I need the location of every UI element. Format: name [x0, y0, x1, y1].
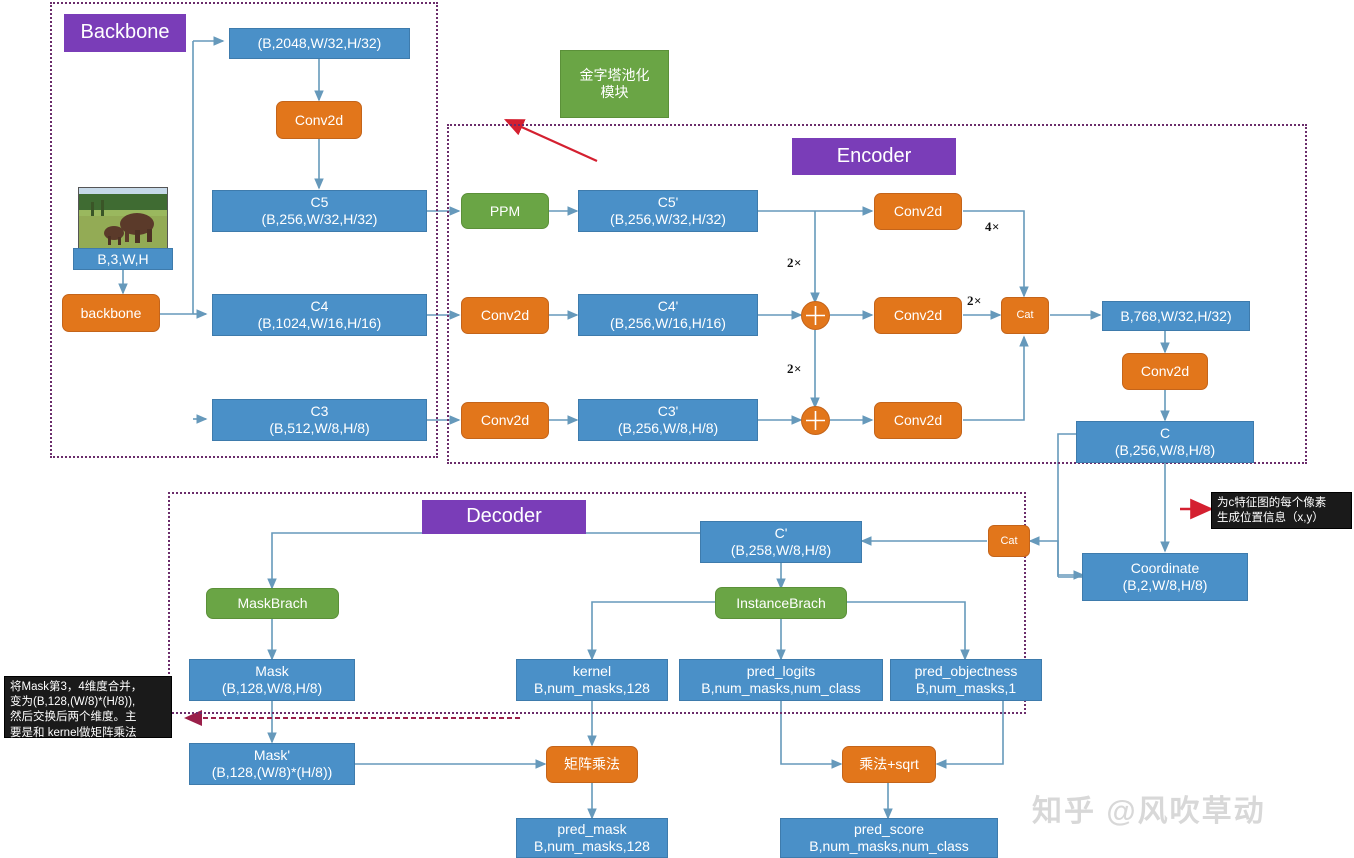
- concat-output-box: B,768,W/32,H/32): [1102, 301, 1250, 331]
- pred-mask-box: pred_mask B,num_masks,128: [516, 818, 668, 858]
- mul-sqrt-block: 乘法+sqrt: [842, 746, 936, 783]
- coordinate-box: Coordinate (B,2,W/8,H/8): [1082, 553, 1248, 601]
- conv2d-after-cat: Conv2d: [1122, 353, 1208, 390]
- input-tensor-box: B,3,W,H: [73, 248, 173, 270]
- conv2d-encoder-top: Conv2d: [874, 193, 962, 230]
- conv2d-encoder-bot: Conv2d: [874, 402, 962, 439]
- c5-prime-box: C5' (B,256,W/32,H/32): [578, 190, 758, 232]
- c-feature-box: C (B,256,W/8,H/8): [1076, 421, 1254, 463]
- instance-branch-block: InstanceBrach: [715, 587, 847, 619]
- c3-prime-box: C3' (B,256,W/8,H/8): [578, 399, 758, 441]
- plus-icon: [806, 306, 825, 325]
- conv2d-encoder-mid: Conv2d: [874, 297, 962, 334]
- mask-branch-block: MaskBrach: [206, 588, 339, 619]
- add-node-c4: [801, 301, 830, 330]
- upsample-4x-label: 4×: [985, 219, 1000, 234]
- cat-encoder: Cat: [1001, 297, 1049, 334]
- c5-raw-box: (B,2048,W/32,H/32): [229, 28, 410, 59]
- add-node-c3: [801, 406, 830, 435]
- c4-prime-box: C4' (B,256,W/16,H/16): [578, 294, 758, 336]
- decoder-frame: [168, 492, 1026, 714]
- kernel-box: kernel B,num_masks,128: [516, 659, 668, 701]
- coordinate-note: 为c特征图的每个像素 生成位置信息（x,y）: [1211, 492, 1352, 529]
- upsample-2x-c4-label: 2×: [787, 361, 802, 376]
- pred-score-box: pred_score B,num_masks,num_class: [780, 818, 998, 858]
- elephant-photo: [79, 188, 167, 249]
- mask-box: Mask (B,128,W/8,H/8): [189, 659, 355, 701]
- c3-box: C3 (B,512,W/8,H/8): [212, 399, 427, 441]
- c5-box: C5 (B,256,W/32,H/32): [212, 190, 427, 232]
- backbone-title: Backbone: [64, 14, 186, 52]
- mask-reshape-note: 将Mask第3，4维度合并， 变为(B,128,(W/8)*(H/8)), 然后…: [4, 676, 172, 739]
- pred-objectness-box: pred_objectness B,num_masks,1: [890, 659, 1042, 701]
- ppm-block: PPM: [461, 193, 549, 229]
- conv2d-c3-encoder: Conv2d: [461, 402, 549, 439]
- cat-decoder: Cat: [988, 525, 1030, 557]
- upsample-2x-c5-label: 2×: [787, 255, 802, 270]
- ppm-note-box: 金字塔池化 模块: [560, 50, 669, 118]
- backbone-frame: [50, 2, 438, 458]
- decoder-title: Decoder: [422, 500, 586, 534]
- watermark: 知乎 @风吹草动: [1032, 795, 1266, 828]
- upsample-2x-cat-label: 2×: [967, 293, 982, 308]
- encoder-title: Encoder: [792, 138, 956, 175]
- encoder-frame: [447, 124, 1307, 464]
- matmul-block: 矩阵乘法: [546, 746, 638, 783]
- mask-prime-box: Mask' (B,128,(W/8)*(H/8)): [189, 743, 355, 785]
- pred-logits-box: pred_logits B,num_masks,num_class: [679, 659, 883, 701]
- c4-box: C4 (B,1024,W/16,H/16): [212, 294, 427, 336]
- conv2d-c4-encoder: Conv2d: [461, 297, 549, 334]
- conv2d-c5: Conv2d: [276, 101, 362, 139]
- input-image-thumbnail: [78, 187, 168, 250]
- c-prime-box: C' (B,258,W/8,H/8): [700, 521, 862, 563]
- plus-icon: [806, 411, 825, 430]
- backbone-block: backbone: [62, 294, 160, 332]
